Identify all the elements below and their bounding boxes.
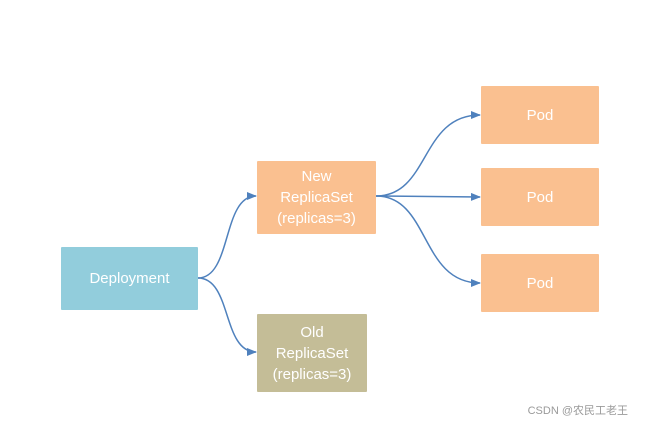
new-replicaset-label-line-3: (replicas=3): [277, 210, 356, 227]
pod-node-1: Pod: [481, 86, 599, 144]
edge-deployment-to-old-replicaset: [197, 277, 257, 356]
edge-deployment-to-new-replicaset: [197, 192, 257, 279]
pod-node-3: Pod: [481, 254, 599, 312]
old-replicaset-label-line-2: ReplicaSet: [275, 344, 349, 362]
old-replicaset-label-line-1: Old: [300, 323, 324, 341]
old-replicaset-label-line-3: (replicas=3): [272, 365, 352, 383]
edge-new-replicaset-to-pod-2: [375, 192, 481, 201]
csdn-watermark: CSDN @农民工老王: [527, 405, 628, 417]
pod-2-label: Pod: [526, 188, 554, 206]
new-replicaset-label-line-2: ReplicaSet: [280, 189, 353, 206]
deployment-label: Deployment: [89, 270, 170, 287]
new-replicaset-label-line-1: New: [301, 168, 332, 185]
pod-3-label: Pod: [526, 274, 554, 292]
edge-new-replicaset-to-pod-3: [375, 195, 481, 287]
edge-new-replicaset-to-pod-1: [375, 111, 481, 197]
pod-1-label: Pod: [526, 106, 554, 124]
old-replicaset-node: Old ReplicaSet (replicas=3): [257, 314, 367, 392]
new-replicaset-node: New ReplicaSet (replicas=3): [257, 161, 376, 234]
deployment-node: Deployment: [61, 247, 198, 310]
pod-node-2: Pod: [481, 168, 599, 226]
